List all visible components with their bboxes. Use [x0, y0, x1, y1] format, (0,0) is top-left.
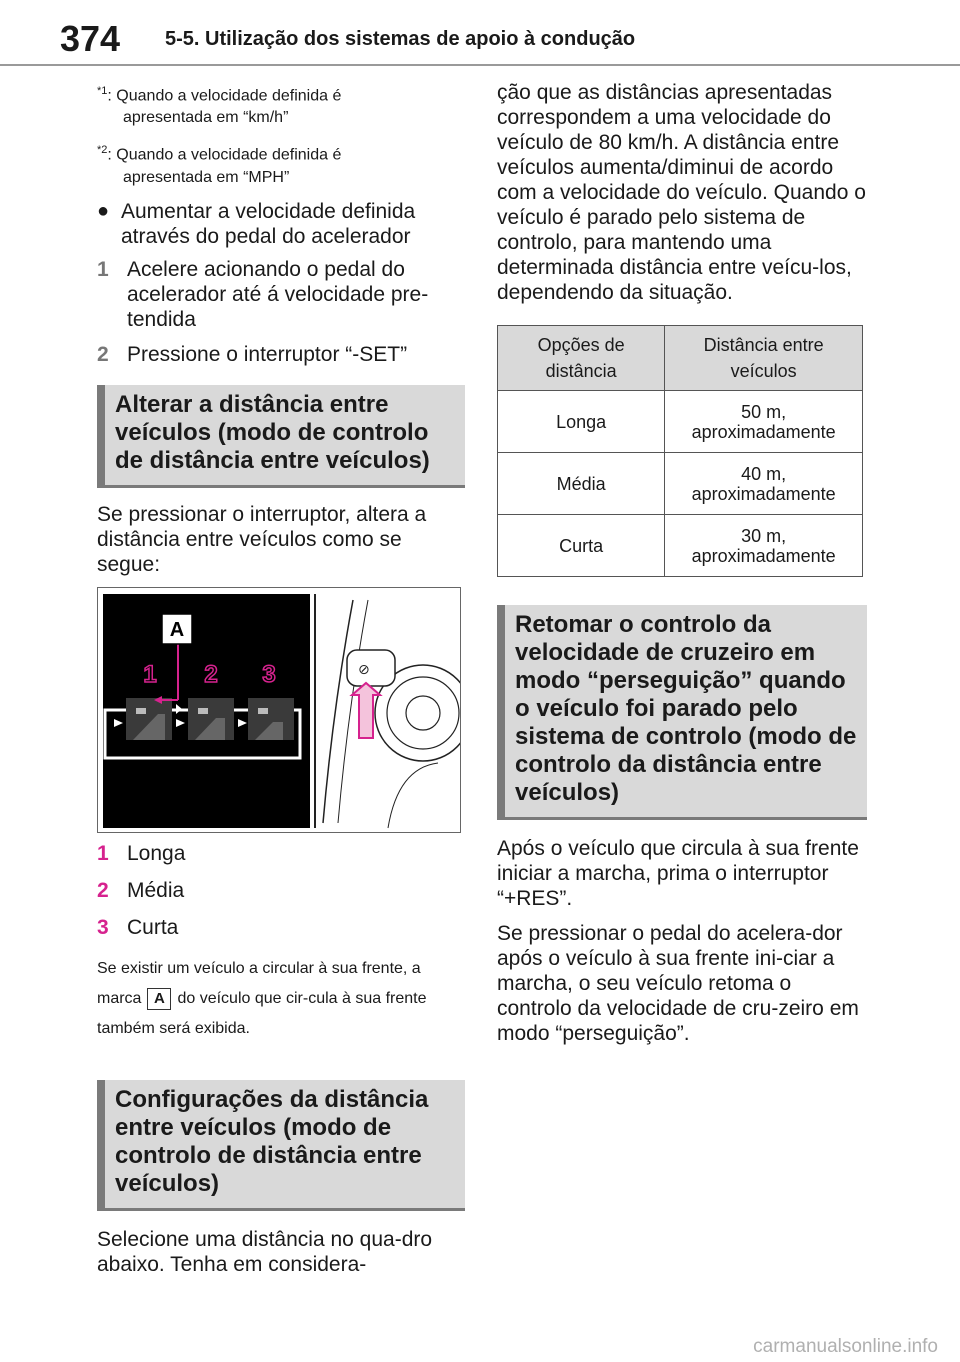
- option-number: 2: [97, 878, 109, 902]
- marker-a: A: [147, 987, 172, 1010]
- step-item: 2 Pressione o interruptor “-SET”: [97, 342, 465, 367]
- option-label: Curta: [127, 915, 179, 939]
- table-cell-option: Curta: [496, 514, 666, 577]
- footnote-text: : Quando a velocidade definida é: [107, 87, 342, 105]
- option-label: Longa: [127, 841, 186, 865]
- switch-illustration: ⊘ A 1 2 3: [97, 586, 461, 833]
- table-row: Média 40 m,aproximadamente: [496, 452, 863, 515]
- table-row: Longa 50 m,aproximadamente: [496, 390, 863, 453]
- table-header-row: Opções de distância Distância entre veíc…: [496, 325, 863, 391]
- distance-option: 3 Curta: [97, 915, 465, 940]
- footnote-mark: *1: [97, 85, 108, 97]
- distance-option: 1 Longa: [97, 841, 465, 866]
- section-heading-distance: Alterar a distância entre veículos (modo…: [97, 384, 465, 488]
- footnote-1: *1: Quando a velocidade definida é apres…: [97, 80, 465, 129]
- table-cell-distance: 40 m,aproximadamente: [664, 452, 863, 515]
- footnote-mark: *2: [97, 144, 108, 157]
- paragraph: Após o veículo que circula à sua frente …: [497, 837, 859, 910]
- figure-label-2: 2: [204, 661, 217, 688]
- figure-label-1: 1: [143, 661, 156, 688]
- distance-approx: aproximadamente: [691, 483, 836, 504]
- distance-value: 40 m,: [741, 463, 787, 484]
- footnote-2: *2: Quando a velocidade definida é apres…: [97, 139, 465, 188]
- bullet-heading-text: Aumentar a velocidade definida através d…: [121, 199, 416, 248]
- paragraph: ção que as distâncias apresentadas corre…: [497, 81, 866, 304]
- table-cell-option: Longa: [496, 390, 666, 453]
- note-text-after: do veículo que cir-cula à sua frente tam…: [97, 989, 427, 1037]
- bullet-heading: ● Aumentar a velocidade definida através…: [97, 199, 465, 249]
- table-header: Opções de distância: [496, 325, 666, 391]
- footnote-text-line2: apresentada em “km/h”: [123, 109, 289, 127]
- paragraph: Se pressionar o pedal do acelera-dor apó…: [497, 922, 859, 1045]
- svg-text:⊘: ⊘: [358, 662, 370, 678]
- distance-value: 50 m,: [741, 401, 787, 422]
- table-row: Curta 30 m,aproximadamente: [496, 514, 863, 577]
- page-number: 374: [60, 18, 121, 59]
- step-text: Pressione o interruptor “-SET”: [127, 342, 408, 366]
- header-rule: [0, 64, 960, 66]
- distance-value: 30 m,: [741, 525, 787, 546]
- distance-approx: aproximadamente: [691, 545, 836, 566]
- footnote-text-line2: apresentada em “MPH”: [123, 168, 290, 186]
- step-item: 1 Acelere acionando o pedal do acelerado…: [97, 257, 465, 332]
- footnote-text: : Quando a velocidade definida é: [107, 146, 342, 164]
- table-header: Distância entre veículos: [664, 325, 863, 391]
- press-arrow-icon: [349, 681, 383, 739]
- table-cell-option: Média: [496, 452, 666, 515]
- figure-label-3: 3: [262, 661, 275, 688]
- right-column: ção que as distâncias apresentadas corre…: [496, 80, 867, 1056]
- option-label: Média: [127, 878, 185, 902]
- distance-table: Opções de distância Distância entre veíc…: [496, 325, 863, 577]
- left-column: *1: Quando a velocidade definida é apres…: [97, 80, 465, 1287]
- distance-option: 2 Média: [97, 878, 465, 903]
- option-number: 3: [97, 915, 109, 939]
- paragraph: Selecione uma distância no qua-dro abaix…: [97, 1227, 433, 1276]
- note-text: Se existir um veículo a circular à sua f…: [97, 954, 465, 1044]
- figure-label-a: A: [170, 619, 184, 641]
- bullet-icon: ●: [97, 199, 110, 222]
- option-number: 1: [97, 841, 109, 865]
- watermark: carmanualsonline.info: [753, 1336, 938, 1357]
- section-title: 5-5. Utilização dos sistemas de apoio à …: [165, 28, 636, 50]
- table-cell-distance: 50 m,aproximadamente: [664, 390, 863, 453]
- step-number: 1: [97, 257, 109, 281]
- section-heading-settings: Configurações da distância entre veículo…: [97, 1079, 465, 1211]
- table-cell-distance: 30 m,aproximadamente: [664, 514, 863, 577]
- step-number: 2: [97, 342, 109, 366]
- section-heading-resume: Retomar o controlo da velocidade de cruz…: [497, 605, 867, 820]
- distance-approx: aproximadamente: [691, 421, 836, 442]
- note-text-before: Se existir um veículo a circular à sua f…: [97, 959, 421, 1007]
- paragraph: Se pressionar o interruptor, altera a di…: [97, 502, 427, 576]
- step-text: Acelere acionando o pedal do acelerador …: [127, 257, 429, 331]
